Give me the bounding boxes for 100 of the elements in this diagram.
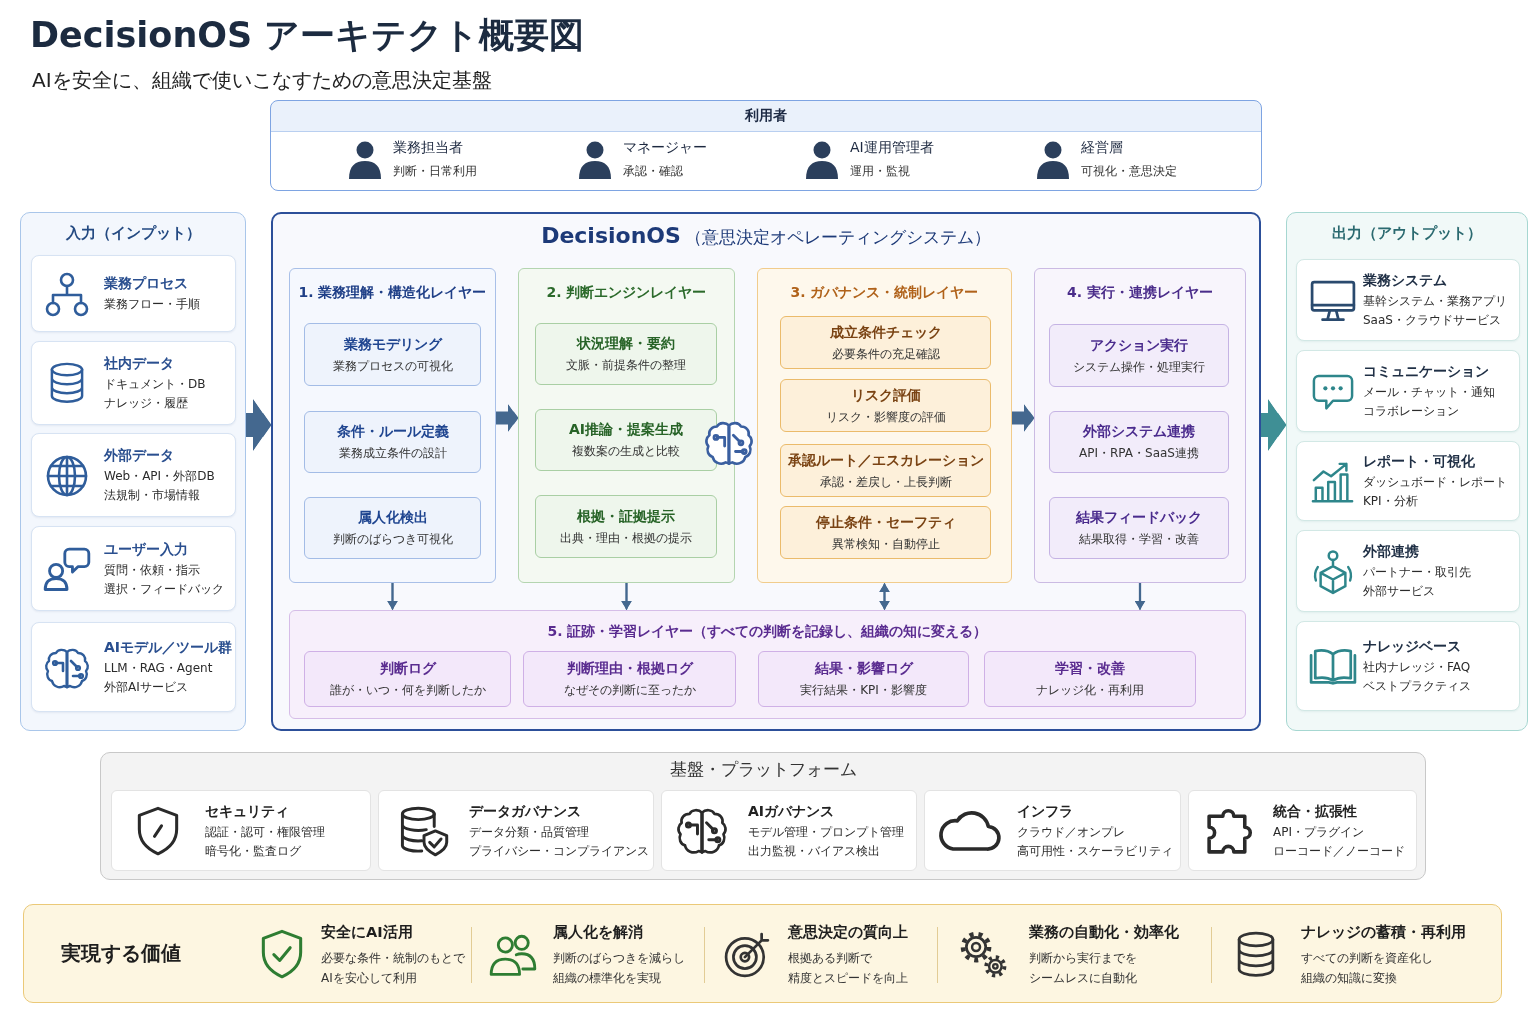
card-detail: リスク・影響度の評価: [825, 409, 946, 425]
platform-card: [1188, 790, 1417, 871]
card-detail: LLM・RAG・Agent: [104, 661, 213, 676]
value-band: [23, 904, 1502, 1003]
diagram-title: DecisionOS アーキテクト概要図: [30, 14, 585, 56]
card-detail: 実行結果・KPI・影響度: [800, 683, 927, 698]
card-title: 属人化検出: [357, 509, 428, 527]
card-detail: パートナー・取引先: [1363, 565, 1471, 580]
panel-title: 基盤・プラットフォーム: [669, 759, 857, 780]
card-title: インフラ: [1017, 802, 1073, 820]
card-title: リスク評価: [850, 386, 921, 404]
block-arrow: [246, 398, 271, 452]
function-card: [780, 316, 991, 369]
function-card: [1049, 497, 1229, 559]
card-title: 社内データ: [104, 355, 174, 372]
function-card: [535, 323, 717, 385]
card-title: 判断ログ: [379, 660, 436, 678]
input-card: [31, 433, 236, 517]
card-title: 外部データ: [104, 447, 174, 464]
card-detail: ナレッジ・履歴: [104, 396, 188, 411]
function-card: [304, 651, 511, 707]
function-card: [1049, 411, 1229, 473]
card-detail: プライバシー・コンプライアンス: [469, 843, 649, 859]
card-detail: SaaS・クラウドサービス: [1363, 313, 1501, 328]
card-title: 外部システム連携: [1083, 423, 1195, 441]
user-role: マネージャー: [623, 139, 707, 156]
card-detail: 外部サービス: [1363, 584, 1435, 599]
input-card: [31, 255, 236, 332]
card-title: 成立条件チェック: [829, 323, 942, 341]
layer-title: 3. ガバナンス・統制レイヤー: [790, 284, 979, 301]
card-title: 学習・改善: [1055, 660, 1125, 678]
card-detail: 承認・差戻し・上長判断: [819, 474, 952, 490]
layer-panel: [757, 268, 1012, 583]
value-description: すべての判断を資産化し: [1301, 951, 1433, 966]
user-description: 承認・確認: [623, 164, 683, 179]
card-detail: 認証・認可・権限管理: [205, 824, 325, 839]
card-title: 結果フィードバック: [1076, 509, 1202, 527]
value-title: 安全にAI活用: [321, 924, 413, 942]
arrow: [387, 583, 398, 610]
output-card: [1296, 530, 1520, 612]
card-detail: 業務フロー・手順: [104, 297, 200, 312]
double-arrow: [879, 583, 890, 610]
layer-title: 4. 実行・連携レイヤー: [1067, 284, 1213, 301]
value-title: 意思決定の質向上: [788, 924, 908, 942]
function-card: [535, 409, 717, 471]
card-detail: 結果取得・学習・改善: [1079, 532, 1199, 547]
function-card: [780, 379, 991, 432]
output-panel: [1286, 212, 1528, 731]
card-detail: 質問・依頼・指示: [104, 562, 200, 577]
function-card: [780, 444, 991, 497]
card-title: AIモデル／ツール群: [104, 639, 233, 656]
card-title: データガバナンス: [469, 802, 581, 820]
value-description: 組織の知識に変換: [1301, 971, 1397, 986]
panel-heading: 利用者: [745, 107, 787, 124]
card-title: 承認ルート／エスカレーション: [787, 451, 984, 469]
system-panel: [271, 212, 1261, 731]
function-card: [984, 651, 1196, 707]
card-title: セキュリティ: [205, 802, 289, 820]
panel-title: 出力（アウトプット）: [1332, 224, 1482, 242]
value-description: 根拠ある判断で: [788, 951, 872, 966]
card-detail: API・RPA・SaaS連携: [1079, 446, 1199, 461]
function-card: [304, 411, 481, 473]
card-detail: 複数案の生成と比較: [572, 444, 680, 459]
function-card: [304, 497, 481, 559]
panel-title: 入力（インプット）: [65, 224, 201, 242]
card-title: 外部連携: [1363, 543, 1419, 560]
function-card: [780, 506, 991, 559]
card-detail: 高可用性・スケーラビリティ: [1017, 843, 1173, 859]
card-detail: KPI・分析: [1363, 494, 1418, 509]
value-description: シームレスに自動化: [1029, 971, 1137, 986]
card-title: 根拠・証拠提示: [577, 507, 675, 525]
function-card: [535, 495, 717, 558]
card-title: ナレッジベース: [1363, 638, 1461, 655]
card-title: アクション実行: [1090, 336, 1188, 354]
user-description: 運用・監視: [850, 164, 910, 179]
platform-panel: [100, 752, 1426, 880]
card-detail: API・プラグイン: [1273, 824, 1364, 839]
system-name: DecisionOS: [541, 223, 681, 250]
card-title: 業務プロセス: [104, 275, 188, 293]
card-detail: データ分類・品質管理: [469, 824, 589, 839]
value-title: ナレッジの蓄積・再利用: [1301, 924, 1466, 942]
input-card: [31, 526, 236, 611]
card-title: 業務モデリング: [343, 335, 442, 353]
card-title: 停止条件・セーフティ: [815, 513, 956, 531]
card-title: AI推論・提案生成: [568, 421, 683, 439]
arrow: [1134, 583, 1146, 610]
card-detail: コラボレーション: [1363, 404, 1459, 419]
platform-card: [924, 790, 1181, 871]
card-title: 状況理解・要約: [577, 335, 675, 353]
function-card: [304, 323, 481, 386]
card-detail: 外部AIサービス: [104, 680, 188, 695]
subtitle: AIを安全に、組織で使いこなすための意思決定基盤: [32, 68, 492, 92]
platform-card: [661, 790, 917, 871]
card-title: レポート・可視化: [1363, 453, 1475, 470]
card-detail: 基幹システム・業務アプリ: [1363, 294, 1507, 309]
card-detail: 出典・理由・根拠の提示: [560, 530, 692, 546]
user-role: 業務担当者: [393, 139, 463, 156]
output-card: [1296, 350, 1520, 432]
layer-title: 2. 判断エンジンレイヤー: [546, 284, 707, 301]
layer-panel: [1034, 268, 1246, 583]
